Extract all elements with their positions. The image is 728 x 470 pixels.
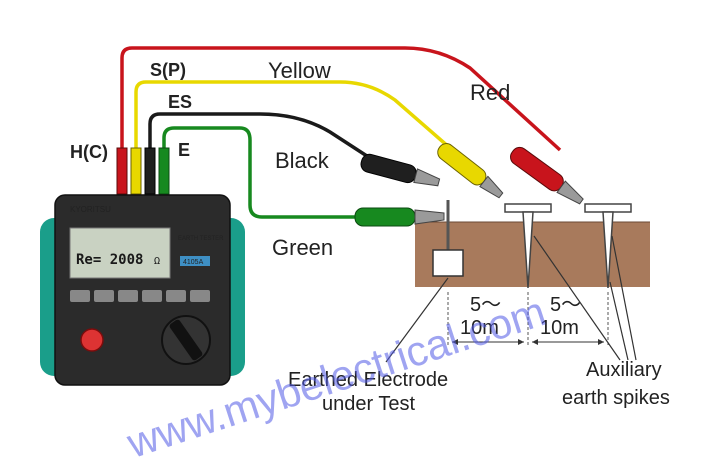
earthed-electrode-box xyxy=(432,249,464,277)
spacing-2-bottom: 10m xyxy=(540,317,579,339)
spacing-1-top: 5～ xyxy=(470,294,501,316)
black-wire xyxy=(148,112,371,160)
spikes-callout-line-3 xyxy=(611,235,637,361)
lcd-screen xyxy=(69,227,171,279)
black-clip xyxy=(360,153,441,187)
spacing-1-bottom: 10m xyxy=(460,317,499,339)
spacing-dimension-2 xyxy=(532,292,609,345)
earth-tester-instrument: KYORITSU Re= 2008 Ω EARTH TESTER 4105A xyxy=(40,194,245,386)
green-clip xyxy=(354,207,445,227)
instrument-brand: KYORITSU xyxy=(70,205,111,214)
spikes-callout-line-2 xyxy=(609,281,629,361)
spikes-callout-line-1 xyxy=(533,235,621,361)
spacing-dimension-1 xyxy=(447,292,529,345)
red-clip xyxy=(510,146,584,205)
function-buttons xyxy=(70,290,210,302)
label-es: ES xyxy=(168,92,192,112)
red-wire xyxy=(120,46,562,152)
green-wire xyxy=(162,126,360,219)
label-yellow: Yellow xyxy=(268,58,331,83)
electrode-label-line1: Earthed Electrode xyxy=(288,369,448,391)
label-hc: H(C) xyxy=(70,142,108,162)
model-tag: 4105A xyxy=(183,259,204,266)
test-button xyxy=(80,328,104,352)
spikes-label-line2: earth spikes xyxy=(562,387,670,409)
auxiliary-spike-2 xyxy=(584,203,632,289)
spacing-2-top: 5～ xyxy=(550,294,581,316)
electrode-callout-line xyxy=(385,277,449,363)
auxiliary-spike-1 xyxy=(504,203,552,289)
electrode-label-line2: under Test xyxy=(322,393,415,415)
lcd-reading: Re= 2008 xyxy=(76,252,143,268)
label-e: E xyxy=(178,140,190,160)
label-green: Green xyxy=(272,235,333,260)
lcd-unit: Ω xyxy=(154,256,160,267)
model-label: EARTH TESTER xyxy=(178,236,224,242)
yellow-clip xyxy=(437,143,504,199)
spikes-label-line1: Auxiliary xyxy=(586,359,662,381)
label-black: Black xyxy=(275,148,330,173)
yellow-wire xyxy=(134,80,452,150)
label-red: Red xyxy=(470,80,510,105)
terminal-plugs xyxy=(116,147,170,195)
label-sp: S(P) xyxy=(150,60,186,80)
